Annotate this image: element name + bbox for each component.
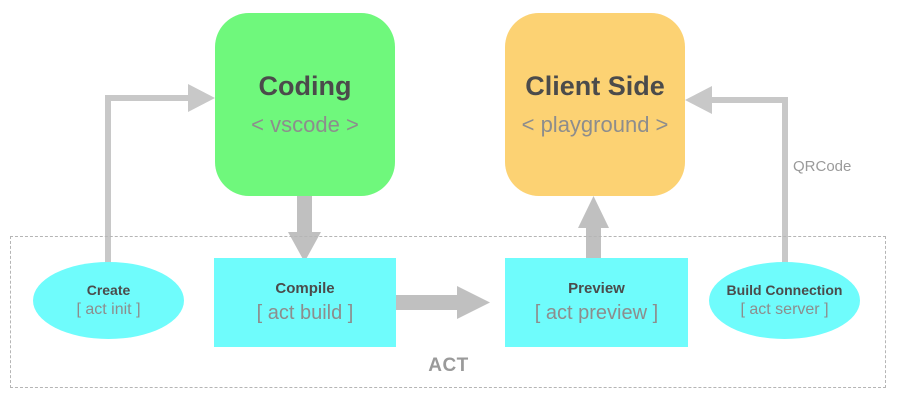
edge-build-connection-to-client-side [685,86,788,300]
edge-compile-to-preview [396,286,490,319]
node-coding[interactable]: Coding < vscode > [215,13,395,196]
node-coding-subtitle: < vscode > [251,112,359,137]
node-create-title: Create [86,282,131,298]
node-client-side[interactable]: Client Side < playground > [505,13,685,196]
node-build-connection[interactable]: Build Connection [ act server ] [709,262,860,339]
node-create[interactable]: Create [ act init ] [33,262,184,339]
node-client-side-subtitle: < playground > [521,112,669,137]
act-region [10,236,886,388]
node-compile-title: Compile [275,280,335,297]
act-region-label: ACT [428,355,469,376]
node-compile[interactable]: Compile [ act build ] [214,258,396,347]
node-build-connection-subtitle: [ act server ] [740,301,829,318]
edge-preview-to-client-side [578,196,609,262]
node-client-side-title: Client Side [525,71,665,101]
node-preview-subtitle: [ act preview ] [534,302,659,324]
edge-coding-to-compile [288,196,321,262]
node-preview-title: Preview [568,280,625,297]
node-create-subtitle: [ act init ] [76,301,141,318]
node-preview[interactable]: Preview [ act preview ] [505,258,688,347]
node-coding-title: Coding [258,71,352,101]
edge-label-qrcode: QRCode [793,158,852,175]
edge-create-to-coding [105,84,215,300]
node-compile-subtitle: [ act build ] [256,302,354,324]
node-build-connection-title: Build Connection [726,282,843,298]
